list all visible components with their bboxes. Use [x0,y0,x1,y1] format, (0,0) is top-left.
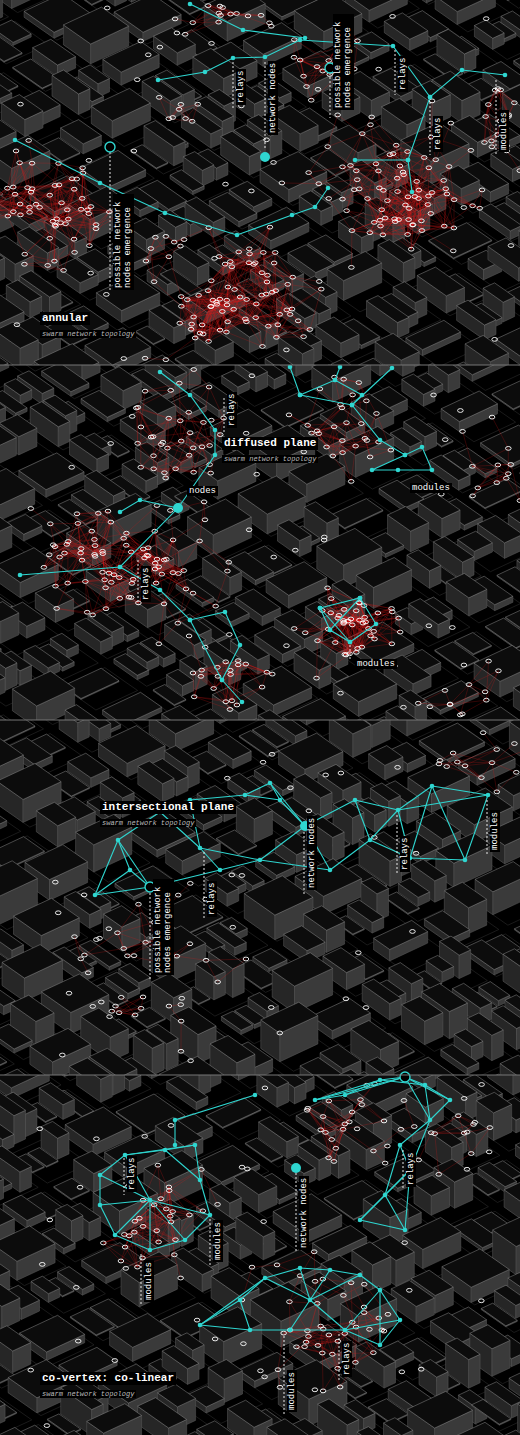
diagram-stage: relaysnetwork nodespossible network node… [0,0,520,1435]
